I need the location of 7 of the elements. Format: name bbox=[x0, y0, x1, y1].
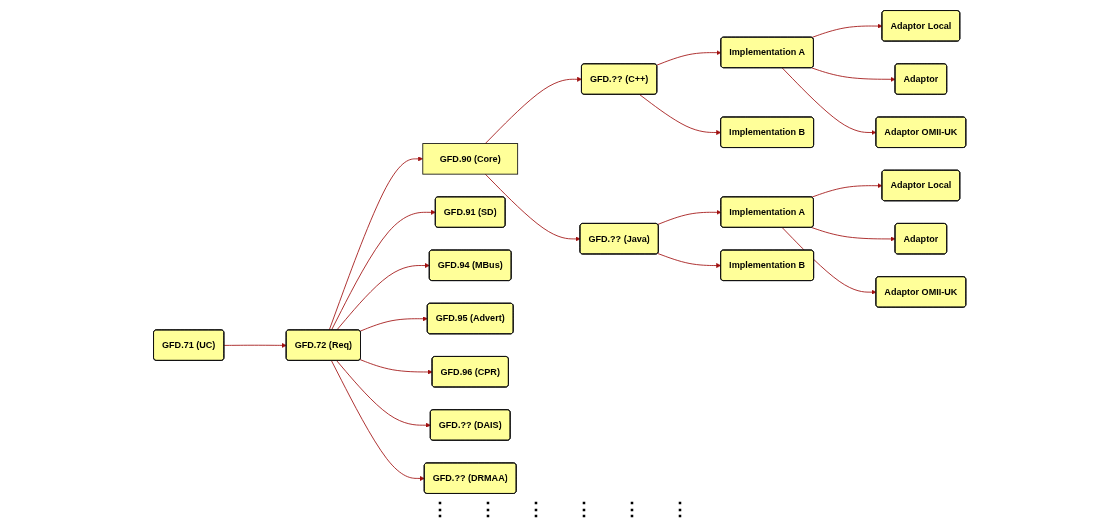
ellipsis-mark: ⋮ bbox=[671, 498, 689, 520]
ellipsis-mark: ⋮ bbox=[575, 498, 593, 520]
ellipsis-mark: ⋮ bbox=[479, 498, 497, 520]
ellipsis-mark: ⋮ bbox=[431, 498, 449, 520]
node-box: GFD.90 (Core) bbox=[422, 143, 519, 175]
ellipsis-mark: ⋮ bbox=[527, 498, 545, 520]
ellipsis-mark: ⋮ bbox=[623, 498, 641, 520]
